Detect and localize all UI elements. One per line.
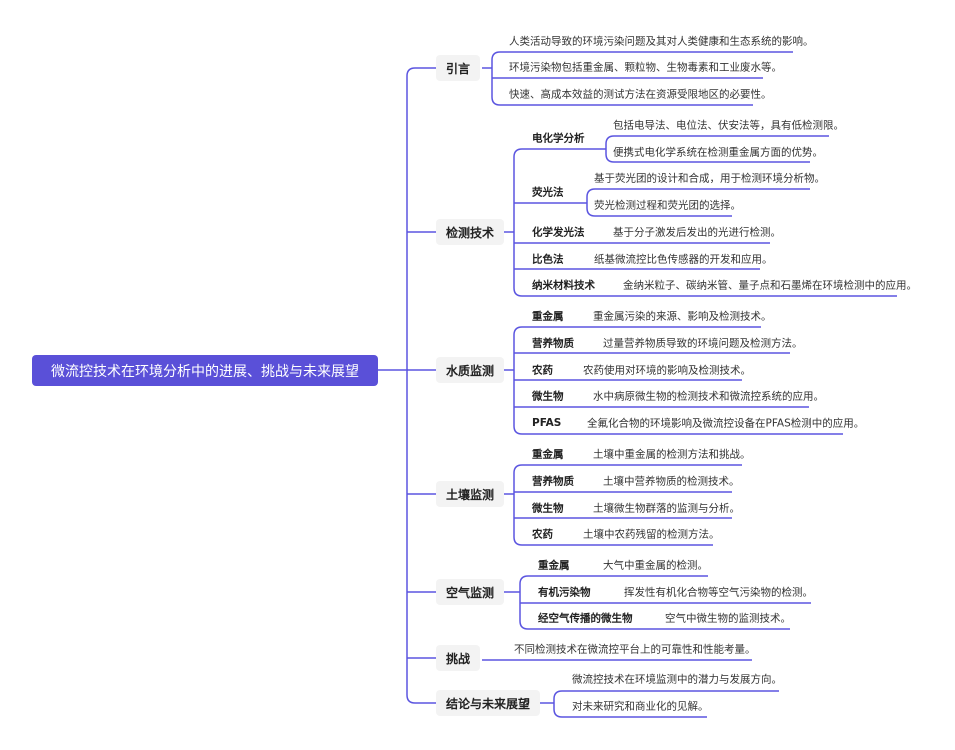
detail[interactable]: 土壤中农药残留的检测方法。 xyxy=(583,528,720,541)
detect-nanomaterials[interactable]: 纳米材料技术 xyxy=(532,279,595,292)
detail[interactable]: 包括电导法、电位法、伏安法等，具有低检测限。 xyxy=(613,119,844,132)
conclusion-item[interactable]: 微流控技术在环境监测中的潜力与发展方向。 xyxy=(572,673,782,686)
intro-item[interactable]: 快速、高成本效益的测试方法在资源受限地区的必要性。 xyxy=(509,88,772,101)
water-item[interactable]: 农药 xyxy=(532,364,553,377)
detail[interactable]: 水中病原微生物的检测技术和微流控系统的应用。 xyxy=(593,390,824,403)
soil-item[interactable]: 重金属 xyxy=(532,448,564,461)
water-item[interactable]: 重金属 xyxy=(532,310,564,323)
detail[interactable]: 过量营养物质导致的环境问题及检测方法。 xyxy=(603,337,803,350)
water-item[interactable]: 微生物 xyxy=(532,390,564,403)
detect-chemiluminescence[interactable]: 化学发光法 xyxy=(532,226,585,239)
soil-item[interactable]: 微生物 xyxy=(532,502,564,515)
air-item[interactable]: 有机污染物 xyxy=(538,586,591,599)
detect-colorimetry[interactable]: 比色法 xyxy=(532,253,564,266)
detail[interactable]: 金纳米粒子、碳纳米管、量子点和石墨烯在环境检测中的应用。 xyxy=(623,279,917,292)
detail[interactable]: 荧光检测过程和荧光团的选择。 xyxy=(594,199,741,212)
detail[interactable]: 重金属污染的来源、影响及检测技术。 xyxy=(593,310,772,323)
root-node[interactable]: 微流控技术在环境分析中的进展、挑战与未来展望 xyxy=(32,355,378,386)
detail[interactable]: 便携式电化学系统在检测重金属方面的优势。 xyxy=(613,146,823,159)
detail[interactable]: 空气中微生物的监测技术。 xyxy=(665,612,791,625)
detail[interactable]: 土壤中营养物质的检测技术。 xyxy=(603,475,740,488)
water-item[interactable]: PFAS xyxy=(532,417,562,429)
node-water-monitoring[interactable]: 水质监测 xyxy=(436,357,505,383)
water-item[interactable]: 营养物质 xyxy=(532,337,574,350)
node-conclusion[interactable]: 结论与未来展望 xyxy=(436,690,541,716)
detail[interactable]: 农药使用对环境的影响及检测技术。 xyxy=(583,364,751,377)
node-detection-tech[interactable]: 检测技术 xyxy=(436,219,505,245)
node-intro[interactable]: 引言 xyxy=(436,55,481,81)
detail[interactable]: 基于分子激发后发出的光进行检测。 xyxy=(613,226,781,239)
intro-item[interactable]: 人类活动导致的环境污染问题及其对人类健康和生态系统的影响。 xyxy=(509,35,814,48)
detail[interactable]: 挥发性有机化合物等空气污染物的检测。 xyxy=(624,586,813,599)
air-item[interactable]: 经空气传播的微生物 xyxy=(538,612,633,625)
challenge-item[interactable]: 不同检测技术在微流控平台上的可靠性和性能考量。 xyxy=(514,643,756,656)
detect-electrochem[interactable]: 电化学分析 xyxy=(532,132,585,145)
detail[interactable]: 大气中重金属的检测。 xyxy=(603,559,708,572)
node-soil-monitoring[interactable]: 土壤监测 xyxy=(436,481,505,507)
intro-item[interactable]: 环境污染物包括重金属、颗粒物、生物毒素和工业废水等。 xyxy=(509,61,782,74)
soil-item[interactable]: 营养物质 xyxy=(532,475,574,488)
node-challenges[interactable]: 挑战 xyxy=(436,645,481,671)
detail[interactable]: 土壤中重金属的检测方法和挑战。 xyxy=(593,448,751,461)
soil-item[interactable]: 农药 xyxy=(532,528,553,541)
conclusion-item[interactable]: 对未来研究和商业化的见解。 xyxy=(572,700,709,713)
detail[interactable]: 基于荧光团的设计和合成，用于检测环境分析物。 xyxy=(594,172,825,185)
node-air-monitoring[interactable]: 空气监测 xyxy=(436,579,505,605)
detail[interactable]: 全氟化合物的环境影响及微流控设备在PFAS检测中的应用。 xyxy=(587,417,865,430)
detect-fluorescence[interactable]: 荧光法 xyxy=(532,186,564,199)
air-item[interactable]: 重金属 xyxy=(538,559,570,572)
detail[interactable]: 土壤微生物群落的监测与分析。 xyxy=(593,502,740,515)
detail[interactable]: 纸基微流控比色传感器的开发和应用。 xyxy=(594,253,773,266)
